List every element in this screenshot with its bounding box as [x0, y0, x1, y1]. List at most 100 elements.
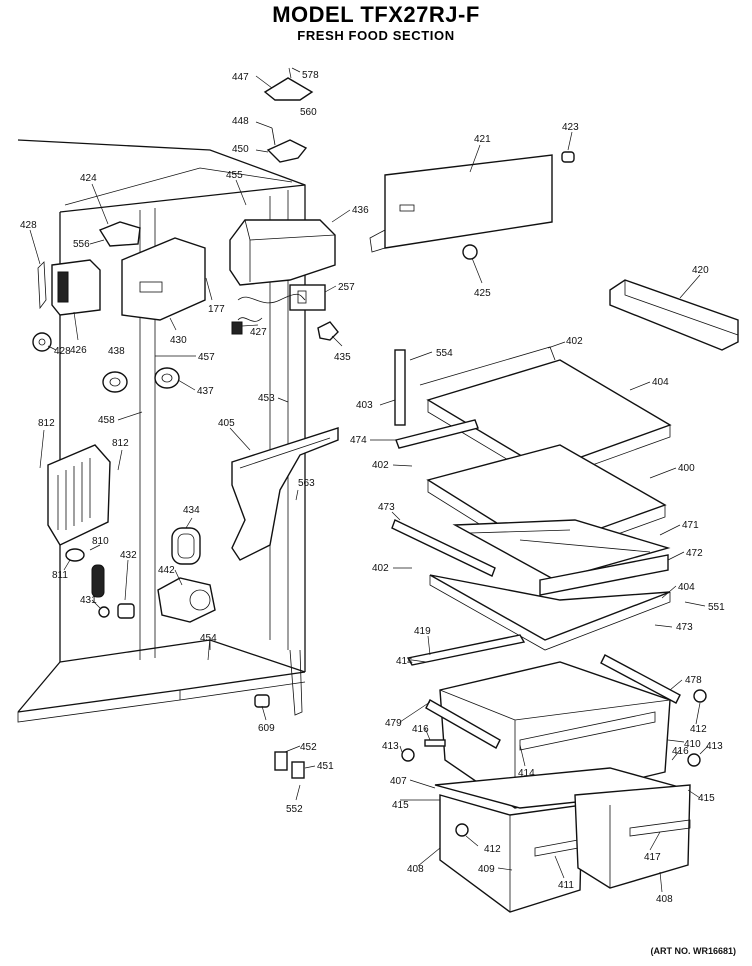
- callout-812-left: 812: [38, 418, 55, 429]
- crisper-drawer-408-left: [439, 794, 583, 913]
- callout-403: 403: [356, 400, 373, 411]
- callout-411: 411: [558, 880, 574, 891]
- callout-448: 448: [232, 116, 249, 127]
- callout-431: 431: [80, 595, 97, 606]
- callout-556: 556: [73, 239, 90, 250]
- callout-434: 434: [183, 505, 200, 516]
- callout-428-top: 428: [20, 220, 37, 231]
- hinge-452: [274, 751, 288, 771]
- callout-421: 421: [474, 134, 491, 145]
- callout-428-bottom: 428: [54, 346, 71, 357]
- callout-415-left: 415: [392, 800, 409, 811]
- dairy-bin-420: [609, 279, 739, 351]
- rod-416: [424, 739, 446, 747]
- bushing-423: [561, 151, 575, 163]
- callout-402-middle: 402: [372, 460, 389, 471]
- pan-frame-472: [539, 554, 669, 596]
- callout-479: 479: [385, 718, 402, 729]
- callout-177: 177: [208, 304, 225, 315]
- callout-407: 407: [390, 776, 407, 787]
- callout-402-top: 402: [566, 336, 583, 347]
- control-box-430: [121, 237, 206, 321]
- callout-454: 454: [200, 633, 217, 644]
- cover-panel-812: [47, 444, 111, 546]
- callout-257: 257: [338, 282, 355, 293]
- callout-405: 405: [218, 418, 235, 429]
- callout-413-right: 413: [706, 741, 723, 752]
- callout-473-top: 473: [378, 502, 395, 513]
- air-duct-405: [231, 427, 339, 561]
- callout-labels: 447 578 448 560 450 421 423 424 455 436 …: [20, 70, 725, 905]
- light-socket-424: [98, 221, 141, 247]
- slide-419: [406, 634, 526, 666]
- callout-810: 810: [92, 536, 109, 547]
- slide-478: [600, 654, 681, 704]
- art-number: (ART NO. WR16681): [650, 946, 736, 956]
- callout-451: 451: [317, 761, 334, 772]
- callout-408-left: 408: [407, 864, 424, 875]
- trim-473: [391, 519, 496, 577]
- callout-430: 430: [170, 335, 187, 346]
- bracket-450: [266, 127, 308, 163]
- callout-442: 442: [158, 565, 175, 576]
- callout-811: 811: [52, 570, 68, 581]
- callout-471: 471: [682, 520, 699, 531]
- callout-414-center: 414: [518, 768, 535, 779]
- light-bulb-811: [65, 548, 85, 562]
- callout-812-right: 812: [112, 438, 129, 449]
- callout-452: 452: [300, 742, 317, 753]
- callout-478: 478: [685, 675, 702, 686]
- bracket-428-top: [37, 261, 47, 310]
- crisper-drawer-408-right: [574, 784, 691, 889]
- crisper-cover-471: [452, 519, 671, 581]
- callout-409: 409: [478, 864, 495, 875]
- callout-473-lower: 473: [676, 622, 693, 633]
- trim-474: [395, 419, 479, 449]
- callout-416-right: 416: [672, 746, 689, 757]
- callout-472: 472: [686, 548, 703, 559]
- relay-257: [289, 284, 326, 311]
- callout-457: 457: [198, 352, 215, 363]
- callout-416-left: 416: [412, 724, 429, 735]
- diagram-title: MODEL TFX27RJ-F: [272, 2, 480, 27]
- callout-458: 458: [98, 415, 115, 426]
- callout-450: 450: [232, 144, 249, 155]
- dial-425: [462, 244, 478, 260]
- callout-552: 552: [286, 804, 303, 815]
- control-panel-421: [369, 154, 553, 253]
- light-shield-447: [263, 67, 314, 101]
- shelf-404-lower: [429, 574, 671, 651]
- callout-423: 423: [562, 122, 579, 133]
- callout-609: 609: [258, 723, 275, 734]
- grommet-431: [98, 603, 135, 619]
- cover-434: [171, 527, 201, 565]
- callout-426: 426: [70, 345, 87, 356]
- callout-412-right: 412: [690, 724, 707, 735]
- callout-415-right: 415: [698, 793, 715, 804]
- callout-417: 417: [644, 852, 661, 863]
- callout-554: 554: [436, 348, 453, 359]
- leader-lines: [29, 67, 709, 893]
- callout-412-drawer: 412: [484, 844, 501, 855]
- control-housing-436: [229, 219, 336, 286]
- callout-424: 424: [80, 173, 97, 184]
- callout-578: 578: [302, 70, 319, 81]
- diagram-subtitle: FRESH FOOD SECTION: [297, 28, 455, 43]
- callout-560: 560: [300, 107, 317, 118]
- fan-motor-442: [157, 577, 216, 623]
- callout-420: 420: [692, 265, 709, 276]
- knob-413-right: [687, 753, 701, 767]
- callout-414-left: 414: [396, 656, 413, 667]
- callout-404-top: 404: [652, 377, 669, 388]
- callout-436: 436: [352, 205, 369, 216]
- callout-551: 551: [708, 602, 725, 613]
- callout-437: 437: [197, 386, 214, 397]
- hinge-451: [291, 761, 305, 779]
- leveler-609: [254, 694, 270, 708]
- callout-425: 425: [474, 288, 491, 299]
- callout-410: 410: [684, 739, 701, 750]
- callout-404-lower: 404: [678, 582, 695, 593]
- callout-438: 438: [108, 346, 125, 357]
- callout-455: 455: [226, 170, 243, 181]
- knob-413-left: [401, 748, 415, 762]
